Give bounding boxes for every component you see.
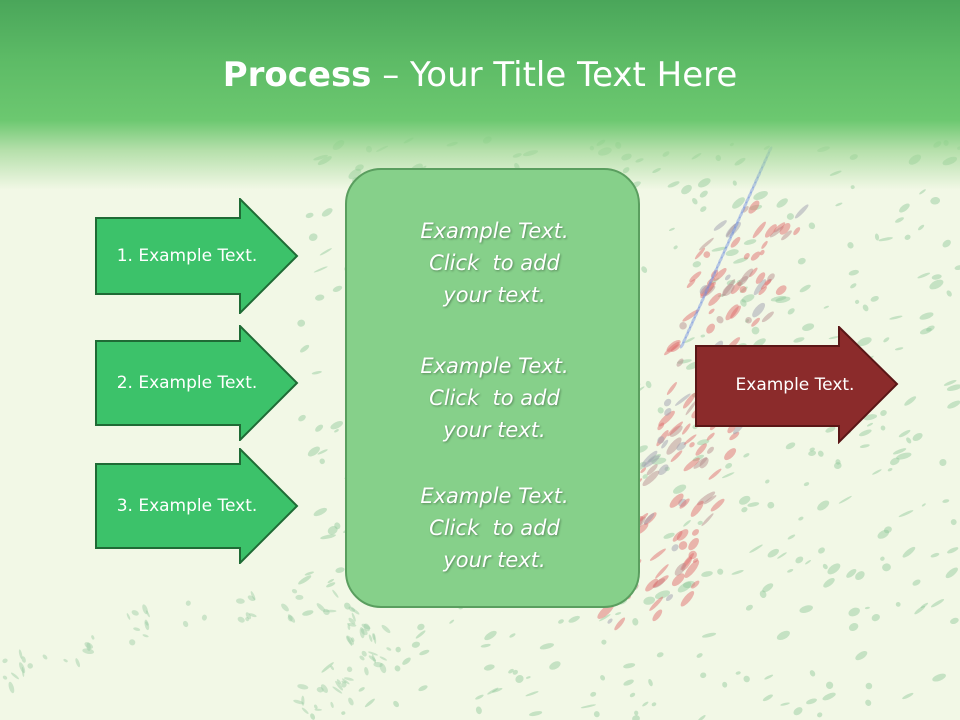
title-band [0, 0, 960, 190]
center-paragraph-2: Example Text. Click to add your text. [347, 350, 642, 446]
center-paragraph-1: Example Text. Click to add your text. [347, 215, 642, 311]
paragraph-line: Example Text. [420, 354, 569, 378]
paragraph-line: Click to add [429, 386, 560, 410]
arrow-shape-icon [95, 448, 299, 564]
left-arrow-3-label: 3. Example Text. [116, 496, 258, 516]
paragraph-line: your text. [443, 548, 546, 572]
paragraph-line: Example Text. [420, 484, 569, 508]
left-arrow-1[interactable]: 1. Example Text. [95, 198, 300, 314]
arrow-shape-icon [695, 326, 899, 444]
paragraph-line: your text. [443, 418, 546, 442]
right-arrow[interactable]: Example Text. [695, 326, 900, 444]
paragraph-line: Click to add [429, 516, 560, 540]
paragraph-line: Click to add [429, 251, 560, 275]
arrow-shape-icon [95, 325, 299, 441]
right-arrow-label: Example Text. [735, 375, 855, 395]
paragraph-line: Example Text. [420, 219, 569, 243]
center-paragraph-3: Example Text. Click to add your text. [347, 480, 642, 576]
center-text-box[interactable]: Example Text. Click to add your text. Ex… [345, 168, 640, 608]
arrow-shape-icon [95, 198, 299, 314]
left-arrow-2-label: 2. Example Text. [116, 373, 258, 393]
title-bold: Process [222, 55, 372, 95]
left-arrow-2[interactable]: 2. Example Text. [95, 325, 300, 441]
left-arrow-3[interactable]: 3. Example Text. [95, 448, 300, 564]
title-rest: – Your Title Text Here [371, 55, 738, 95]
left-arrow-1-label: 1. Example Text. [116, 246, 258, 266]
paragraph-line: your text. [443, 283, 546, 307]
slide-title[interactable]: Process – Your Title Text Here [0, 52, 960, 102]
